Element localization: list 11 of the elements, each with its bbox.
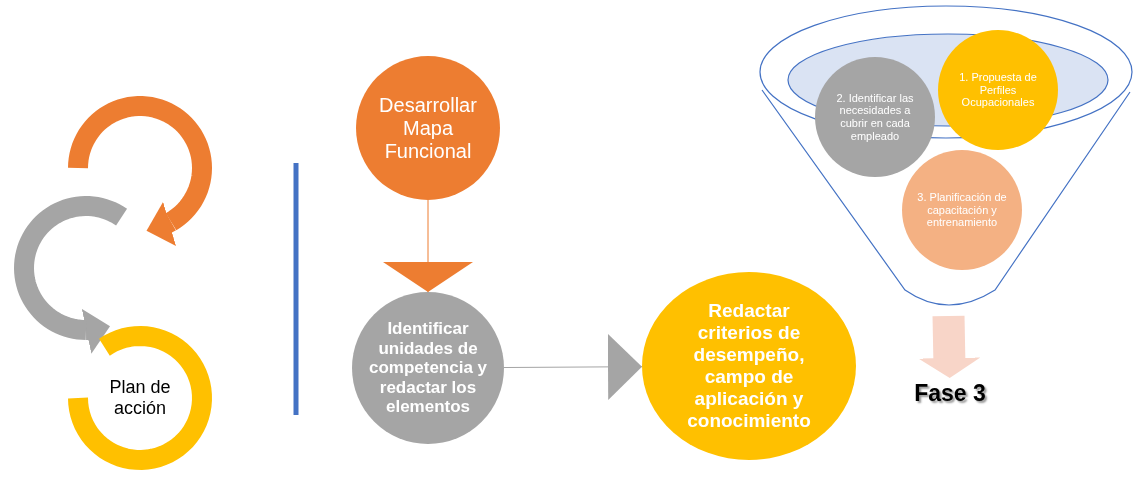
circle-node: Desarrollar Mapa Funcional	[356, 56, 500, 200]
node-label: Plan de acción	[108, 377, 172, 419]
triangle-arrow	[383, 199, 473, 293]
ring-node	[68, 326, 212, 470]
circle-node: Redactar criterios de desempeño, campo de aplicación y conocimiento	[642, 272, 856, 460]
phase-label: Fase 3	[888, 378, 1012, 408]
circle-node: Identificar unidades de competencia y redactar los elementos	[352, 292, 504, 444]
triangle-arrow	[503, 333, 643, 400]
block-arrow	[918, 315, 981, 378]
circle-node: 1. Propuesta de Perfiles Ocupacionales	[938, 30, 1058, 150]
circle-node: 3. Planificación de capacitación y entrenamiento	[902, 150, 1022, 270]
